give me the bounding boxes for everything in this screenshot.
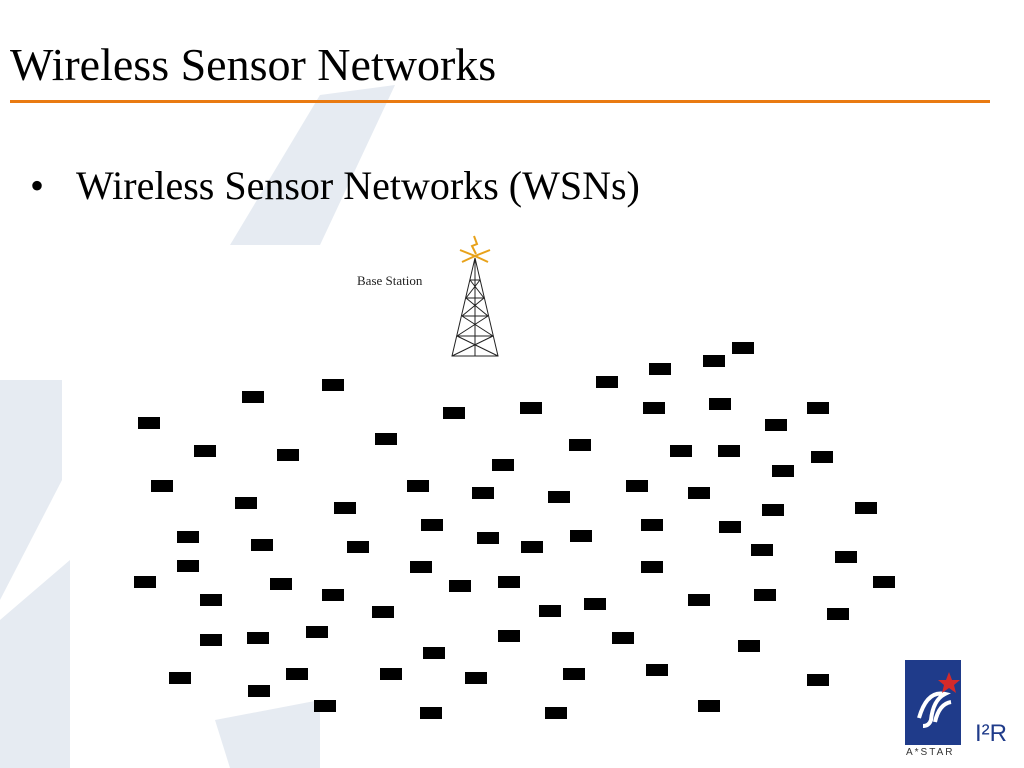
sensor-node-icon (762, 504, 784, 516)
sensor-node-icon (569, 439, 591, 451)
sensor-node-icon (827, 608, 849, 620)
bullet-text: Wireless Sensor Networks (WSNs) (76, 163, 640, 208)
sensor-node-icon (649, 363, 671, 375)
sensor-node-icon (641, 519, 663, 531)
sensor-node-icon (477, 532, 499, 544)
sensor-node-icon (643, 402, 665, 414)
sensor-node-icon (286, 668, 308, 680)
sensor-node-icon (545, 707, 567, 719)
logo-text: I²R (975, 720, 1007, 747)
sensor-node-icon (247, 632, 269, 644)
sensor-node-icon (472, 487, 494, 499)
sensor-node-icon (584, 598, 606, 610)
sensor-node-icon (688, 594, 710, 606)
sensor-node-icon (347, 541, 369, 553)
sensor-node-icon (626, 480, 648, 492)
sensor-node-icon (688, 487, 710, 499)
sensor-node-icon (380, 668, 402, 680)
sensor-node-icon (151, 480, 173, 492)
sensor-node-icon (498, 630, 520, 642)
sensor-node-icon (449, 580, 471, 592)
sensor-node-icon (314, 700, 336, 712)
sensor-node-icon (521, 541, 543, 553)
sensor-node-icon (520, 402, 542, 414)
signal-icon (459, 235, 491, 263)
sensor-node-icon (807, 674, 829, 686)
logo-subtext: A*STAR (906, 747, 955, 758)
sensor-node-icon (200, 634, 222, 646)
sensor-node-icon (772, 465, 794, 477)
sensor-node-icon (372, 606, 394, 618)
sensor-node-icon (423, 647, 445, 659)
sensor-node-icon (718, 445, 740, 457)
sensor-node-icon (641, 561, 663, 573)
sensor-node-icon (420, 707, 442, 719)
bullet-dot: • (30, 163, 45, 208)
sensor-node-icon (698, 700, 720, 712)
sensor-node-icon (251, 539, 273, 551)
radio-tower-icon (451, 257, 499, 357)
sensor-node-icon (807, 402, 829, 414)
sensor-node-icon (410, 561, 432, 573)
base-station-label: Base Station (357, 273, 423, 288)
sensor-node-icon (709, 398, 731, 410)
sensor-node-icon (375, 433, 397, 445)
sensor-node-icon (200, 594, 222, 606)
sensor-node-icon (855, 502, 877, 514)
slide-title: Wireless Sensor Networks (10, 39, 497, 90)
sensor-node-icon (322, 379, 344, 391)
sensor-node-icon (194, 445, 216, 457)
sensor-node-icon (177, 560, 199, 572)
sensor-node-icon (134, 576, 156, 588)
sensor-node-icon (754, 589, 776, 601)
sensor-node-icon (570, 530, 592, 542)
sensor-node-icon (811, 451, 833, 463)
sensor-node-icon (443, 407, 465, 419)
sensor-node-icon (548, 491, 570, 503)
sensor-node-icon (277, 449, 299, 461)
sensor-node-icon (835, 551, 857, 563)
sensor-node-icon (563, 668, 585, 680)
sensor-node-icon (138, 417, 160, 429)
sensor-node-icon (465, 672, 487, 684)
sensor-node-icon (670, 445, 692, 457)
sensor-node-icon (334, 502, 356, 514)
sensor-node-icon (492, 459, 514, 471)
sensor-node-icon (270, 578, 292, 590)
sensor-node-icon (738, 640, 760, 652)
title-underline (10, 100, 990, 103)
sensor-node-icon (407, 480, 429, 492)
sensor-node-icon (765, 419, 787, 431)
sensor-node-icon (248, 685, 270, 697)
sensor-node-icon (169, 672, 191, 684)
sensor-node-icon (873, 576, 895, 588)
sensor-node-icon (242, 391, 264, 403)
sensor-nodes (134, 342, 895, 719)
sensor-node-icon (596, 376, 618, 388)
sensor-node-icon (719, 521, 741, 533)
sensor-node-icon (732, 342, 754, 354)
sensor-node-icon (612, 632, 634, 644)
sensor-node-icon (322, 589, 344, 601)
astar-logo-icon (905, 660, 961, 745)
sensor-node-icon (177, 531, 199, 543)
sensor-node-icon (498, 576, 520, 588)
sensor-node-icon (703, 355, 725, 367)
sensor-node-icon (539, 605, 561, 617)
sensor-node-icon (235, 497, 257, 509)
sensor-node-icon (306, 626, 328, 638)
bullet-item: • Wireless Sensor Networks (WSNs) (30, 166, 640, 206)
sensor-node-icon (646, 664, 668, 676)
sensor-node-icon (421, 519, 443, 531)
sensor-node-icon (751, 544, 773, 556)
